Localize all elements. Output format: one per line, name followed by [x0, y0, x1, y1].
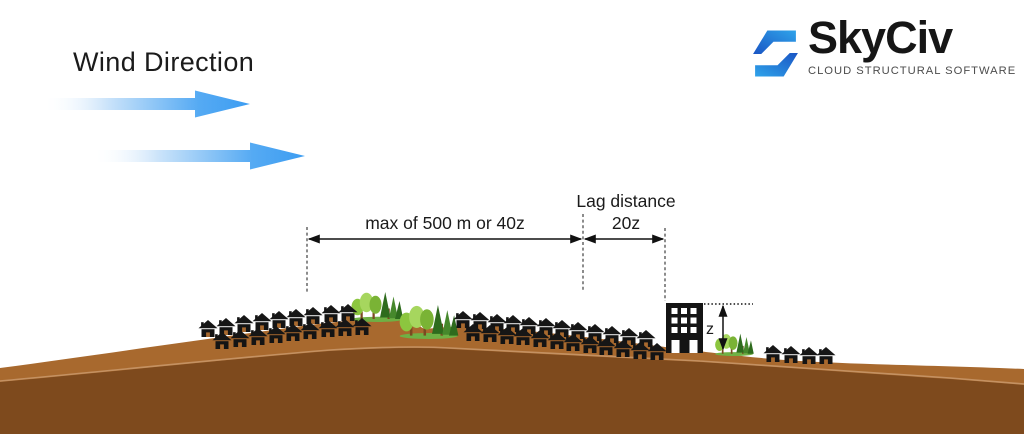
- fetch-distance-label: max of 500 m or 40z: [365, 213, 525, 233]
- wind-direction-label: Wind Direction: [73, 47, 255, 77]
- skyciv-logo: SkyCiv CLOUD STRUCTURAL SOFTWARE: [750, 12, 1016, 86]
- house-icon: [216, 318, 236, 335]
- lag-distance-label: Lag distance: [576, 191, 675, 211]
- tree-cluster-icon: [715, 333, 754, 356]
- terrain-hill: [0, 317, 1024, 434]
- house-icon: [234, 315, 254, 332]
- tree-cluster-icon: [399, 305, 459, 339]
- dimension-lines: [306, 214, 753, 351]
- house-icon: [303, 307, 323, 324]
- skyciv-logo-text-block: SkyCiv CLOUD STRUCTURAL SOFTWARE: [808, 12, 1016, 77]
- house-icon: [286, 309, 306, 326]
- house-icon: [252, 313, 272, 330]
- house-icon: [269, 311, 289, 328]
- house-icon: [816, 347, 836, 364]
- skyciv-logo-icon: [753, 30, 798, 77]
- tree-cluster-icon: [351, 292, 404, 322]
- building-icon: [666, 303, 703, 353]
- house-icon: [453, 311, 473, 328]
- building-height-label: z: [706, 321, 714, 338]
- skyciv-logo-text: SkyCiv: [808, 12, 953, 63]
- house-icon: [321, 305, 341, 322]
- wind-arrow-icon: [95, 142, 305, 170]
- skyciv-logo-tagline: CLOUD STRUCTURAL SOFTWARE: [808, 64, 1017, 77]
- wind-arrow-icon: [45, 90, 250, 118]
- lag-distance-value-label: 20z: [612, 213, 640, 233]
- house-icon: [198, 320, 218, 337]
